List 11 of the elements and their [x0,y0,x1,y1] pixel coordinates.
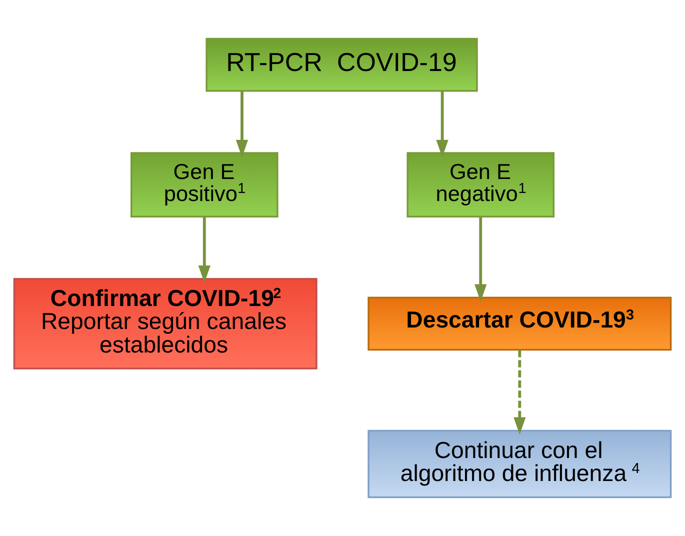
arrow [514,350,526,435]
node-box: Continuar con el algoritmo de influenza$^{4}$ [368,430,672,498]
arrow [436,90,448,158]
node-box: Gen E negativo$^{1}$ [406,152,554,218]
node-box: Descartar COVID-19$^{3}$ [368,296,672,351]
arrow [198,217,210,283]
node-box: RT-PCR COVID-19 [206,38,478,92]
node-box: Gen E positivo$^{1}$ [130,152,278,218]
arrow [236,90,248,158]
node-box: Confirmar COVID-19$^{2}$ Reportar según canales establecidos [13,278,318,370]
arrow [474,217,487,302]
